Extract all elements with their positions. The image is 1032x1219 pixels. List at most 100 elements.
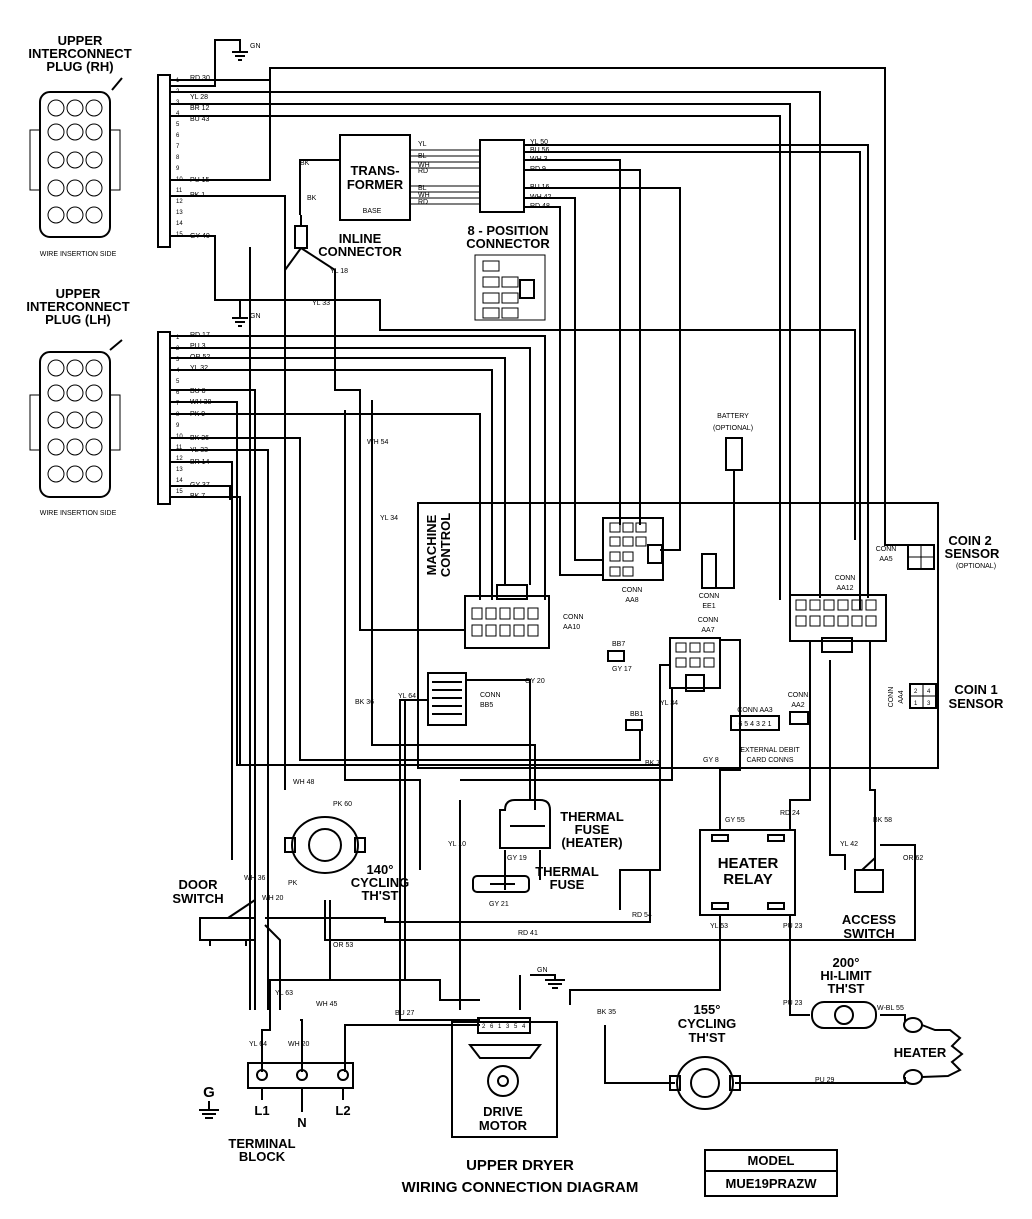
conn-aa4: CONN AA4 2 4 1 3 xyxy=(888,683,937,709)
conn-aa3-pins: 6 5 4 3 2 1 xyxy=(738,721,771,728)
conn-aa7: CONN AA7 xyxy=(669,617,721,692)
pu23-label: PU 23 xyxy=(783,923,803,930)
model-label: MODEL xyxy=(748,1153,795,1168)
drive-motor: 2 6 1 3 5 4 DRIVE MOTOR xyxy=(451,1017,558,1138)
access-switch: ACCESS SWITCH xyxy=(842,857,897,941)
lh-pin-7: 7 xyxy=(176,401,180,407)
rd41-label: RD 41 xyxy=(518,930,538,937)
motor-pin-5: 5 xyxy=(514,1024,518,1030)
conn-bb7: BB7 GY 17 xyxy=(607,641,632,673)
conn-aa10: CONN AA10 xyxy=(464,584,584,649)
lh-pin-6: 6 xyxy=(176,390,180,396)
cycling-140-label-1: 140° xyxy=(367,862,394,877)
rh-connector-strip: 1 2 3 4 5 6 7 8 9 10 11 12 13 14 15 RD 3… xyxy=(157,74,210,248)
lh-pin-9: 9 xyxy=(176,423,180,429)
transformer: TRANS- FORMER BASE BK BK YL BL WH RD BL … xyxy=(299,134,480,221)
pu29-label: PU 29 xyxy=(815,1077,835,1084)
gn-motor-label: GN xyxy=(537,967,548,974)
ground-motor: GN xyxy=(537,967,565,989)
conn-ee1-label-2: EE1 xyxy=(702,603,715,610)
inline-connector-label-1: INLINE xyxy=(339,231,382,246)
bu27-label: BU 27 xyxy=(395,1010,415,1017)
tr-wire-rd: RD xyxy=(418,168,428,175)
ground-top: GN GN xyxy=(170,39,261,327)
coin2-label-2: SENSOR xyxy=(945,546,1001,561)
tr-wire-wh2: WH xyxy=(418,192,430,199)
conn-ee1: CONN EE1 xyxy=(699,553,720,610)
plug-lh-title-2: INTERCONNECT xyxy=(26,299,129,314)
lh-pin-13: 13 xyxy=(176,467,183,473)
plug-lh-title-1: UPPER xyxy=(56,286,101,301)
conn-aa8-label-1: CONN xyxy=(622,587,643,594)
diagram-title-2: WIRING CONNECTION DIAGRAM xyxy=(402,1179,639,1196)
or62-label: OR 62 xyxy=(903,855,923,862)
ground-g-label: G xyxy=(203,1084,215,1101)
yl63-label: YL 63 xyxy=(275,990,293,997)
rh-pin-13: 13 xyxy=(176,210,183,216)
drive-motor-label-1: DRIVE xyxy=(483,1104,523,1119)
conn-aa8-label-2: AA8 xyxy=(625,597,638,604)
conn-ee1-label-1: CONN xyxy=(699,593,720,600)
rh-pin-9: 9 xyxy=(176,166,180,172)
gy20-label: GY 20 xyxy=(525,678,545,685)
terminal-l2: L2 xyxy=(335,1103,350,1118)
yl33-label: YL 33 xyxy=(312,300,330,307)
thermal-fuse: THERMAL FUSE xyxy=(472,864,599,893)
gy17-label: GY 17 xyxy=(612,666,632,673)
door-switch-label-1: DOOR xyxy=(179,877,219,892)
conn-aa4-label-2: AA4 xyxy=(898,690,905,703)
cycling-140-label-2: CYCLING xyxy=(351,875,410,890)
tr-wire-yl: YL xyxy=(418,141,427,148)
upper-interconnect-plug-lh: UPPER INTERCONNECT PLUG (LH) WIRE INSERT… xyxy=(26,286,129,517)
or53-label: OR 53 xyxy=(333,942,353,949)
wh20b-label: WH 20 xyxy=(288,1041,310,1048)
machine-control-board: MACHINE CONTROL xyxy=(417,502,939,769)
lh-pin-11: 11 xyxy=(176,445,183,451)
conn-bb1-label: BB1 xyxy=(630,711,643,718)
upper-interconnect-plug-rh: UPPER INTERCONNECT PLUG (RH) WIRE INSERT… xyxy=(28,33,131,258)
thermal-fuse-heater-label-2: FUSE xyxy=(575,822,610,837)
conn-bb1: BB1 xyxy=(625,711,643,731)
yl10-label: YL 10 xyxy=(448,841,466,848)
bk7-label: BK 7 xyxy=(645,760,660,767)
battery: BATTERY (OPTIONAL) xyxy=(712,413,753,589)
rd24-label: RD 24 xyxy=(780,810,800,817)
plug-rh-title-3: PLUG (RH) xyxy=(46,59,113,74)
motor-pin-6: 6 xyxy=(490,1024,494,1030)
hi-limit-label-2: HI-LIMIT xyxy=(820,968,871,983)
thermal-fuse-label-2: FUSE xyxy=(550,877,585,892)
heater-relay-label-1: HEATER xyxy=(718,855,779,872)
access-switch-label-2: SWITCH xyxy=(843,926,894,941)
external-debit-label-1: EXTERNAL DEBIT xyxy=(740,747,800,754)
conn-aa7-label-1: CONN xyxy=(698,617,719,624)
lh-wire-bu8: BU 8 xyxy=(190,388,206,395)
cycling-thermostat-140: 140° CYCLING TH'ST xyxy=(284,816,410,903)
bk-transformer-label: BK xyxy=(300,160,310,167)
access-switch-label-1: ACCESS xyxy=(842,912,897,927)
motor-pin-2: 2 xyxy=(482,1024,486,1030)
terminal-block-label-1: TERMINAL xyxy=(228,1136,295,1151)
yl34-label: YL 34 xyxy=(380,515,398,522)
conn-aa10-label-2: AA10 xyxy=(563,624,580,631)
wh20-label: WH 20 xyxy=(262,895,284,902)
lh-pin-15: 15 xyxy=(176,489,183,495)
coin2-label-3: (OPTIONAL) xyxy=(956,563,996,570)
rh-pin-12: 12 xyxy=(176,199,183,205)
yl64b-label: YL 64 xyxy=(249,1041,267,1048)
yl64-label: YL 64 xyxy=(398,693,416,700)
conn-aa2-label-1: CONN xyxy=(788,692,809,699)
rh-wire-yl28: YL 28 xyxy=(190,94,208,101)
wire-insertion-rh: WIRE INSERTION SIDE xyxy=(40,251,117,258)
lh-pin-1: 1 xyxy=(176,335,180,341)
tr-wire-bl2: BL xyxy=(418,185,427,192)
drive-motor-label-2: MOTOR xyxy=(479,1118,528,1133)
external-debit-card-conns: EXTERNAL DEBIT CARD CONNS xyxy=(740,747,800,764)
wire-insertion-lh: WIRE INSERTION SIDE xyxy=(40,510,117,517)
aa4-pin-1: 1 xyxy=(914,701,918,707)
tr-wire-wh: WH xyxy=(418,162,430,169)
thermal-fuse-heater-label-1: THERMAL xyxy=(560,809,624,824)
gy8-label: GY 8 xyxy=(703,757,719,764)
wh54-label: WH 54 xyxy=(367,439,389,446)
rh-pin-8: 8 xyxy=(176,155,180,161)
